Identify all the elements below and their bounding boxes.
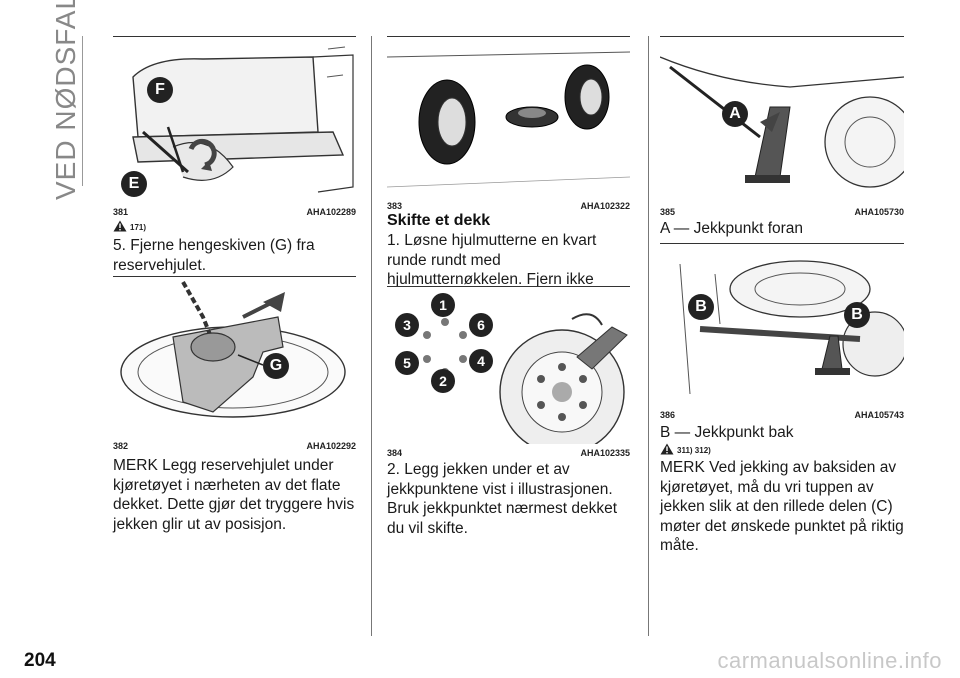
figure-386-illustration: B B	[660, 244, 904, 404]
label-e: E	[128, 175, 140, 192]
warning-reference-171: 171)	[113, 220, 233, 234]
watermark-text: carmanualsonline.info	[717, 648, 942, 673]
order-badge-3: 3	[395, 313, 419, 337]
label-f: F	[155, 81, 165, 98]
caption-a-text: A — Jekkpunkt foran	[660, 220, 804, 237]
figure-384-code: AHA102335	[580, 448, 630, 458]
label-b: B	[851, 306, 863, 323]
label-g-badge: G	[263, 353, 289, 379]
figure-top-rule	[660, 36, 904, 37]
page-number: 204	[24, 650, 56, 671]
column-divider-1	[371, 36, 372, 636]
figure-383-code: AHA102322	[580, 201, 630, 211]
figure-382-caption: 382 AHA102292	[113, 441, 356, 453]
label-f-badge: F	[147, 77, 173, 103]
figure-384-illustration: 1 6 3 5 4 2	[387, 287, 630, 444]
note-spare-wheel-text: MERK Legg reservehjulet under kjøretøyet…	[113, 457, 355, 533]
figure-386-number: 386	[660, 410, 676, 420]
figure-383-illustration	[387, 37, 630, 197]
figure-385-code: AHA105730	[854, 207, 904, 217]
label-g: G	[269, 357, 283, 374]
label-e-badge: E	[121, 171, 147, 197]
figure-top-rule	[113, 276, 356, 277]
order-badge-5: 5	[395, 351, 419, 375]
warning-triangle-icon	[660, 443, 674, 455]
caption-b-text: B — Jekkpunkt bak	[660, 424, 794, 441]
figure-384-number: 384	[387, 448, 403, 458]
figure-383-number: 383	[387, 201, 403, 211]
figure-top-rule	[387, 36, 630, 37]
column-divider-2	[648, 36, 649, 636]
order-badge-1: 1	[431, 293, 455, 317]
figure-381-caption: 381 AHA102289	[113, 207, 356, 219]
figure-382-number: 382	[113, 441, 129, 451]
figure-top-rule	[387, 286, 630, 287]
figure-top-rule	[660, 243, 904, 244]
order-badge-2: 2	[431, 369, 455, 393]
section-divider	[82, 36, 83, 186]
warning-triangle-icon	[113, 220, 127, 232]
section-heading: Skifte et dekk	[387, 212, 491, 229]
figure-382-code: AHA102292	[306, 441, 356, 451]
figure-385-illustration: A	[660, 37, 904, 202]
order-badge-4: 4	[469, 349, 493, 373]
warning-reference-311-312: 311) 312)	[660, 443, 800, 457]
label-b: B	[695, 298, 707, 315]
label-b-badge-left: B	[688, 294, 714, 320]
label-a-badge: A	[722, 101, 748, 127]
note-rear-jacking-text: MERK Ved jekking av baksiden av kjøretøy…	[660, 459, 904, 554]
figure-386-caption: 386 AHA105743	[660, 410, 904, 422]
figure-385-number: 385	[660, 207, 676, 217]
figure-381-number: 381	[113, 207, 129, 217]
step-5-text: 5. Fjerne hengeskiven (G) fra reservehju…	[113, 237, 315, 274]
label-b-badge-right: B	[844, 302, 870, 328]
figure-383-caption: 383 AHA102322	[387, 201, 630, 213]
figure-382-illustration: G	[113, 277, 356, 437]
figure-381-illustration: F E	[113, 37, 356, 202]
figure-381-code: AHA102289	[306, 207, 356, 217]
step-2-text: 2. Legg jekken under et av jekkpunktene …	[387, 461, 618, 537]
figure-top-rule	[113, 36, 356, 37]
figure-384-caption: 384 AHA102335	[387, 448, 630, 460]
order-badge-6: 6	[469, 313, 493, 337]
label-a: A	[729, 105, 741, 122]
figure-386-code: AHA105743	[854, 410, 904, 420]
figure-385-caption: 385 AHA105730	[660, 207, 904, 219]
